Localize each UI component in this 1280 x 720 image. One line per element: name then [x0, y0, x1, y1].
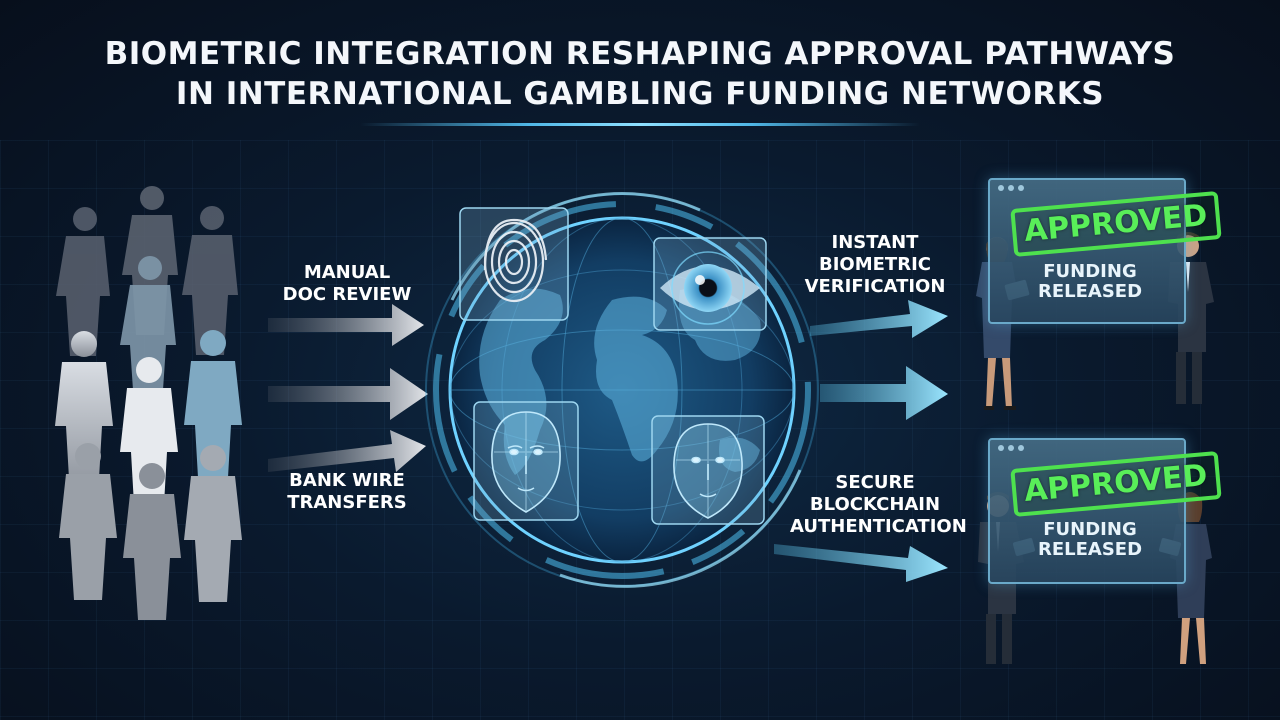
face-scan-icon [491, 411, 561, 513]
approval-panel-top [988, 178, 1186, 324]
person-silhouette-icon [123, 463, 181, 620]
funding-line1: FUNDING [1043, 261, 1137, 282]
eye-scan-card [653, 237, 767, 331]
label-manual-doc-review: MANUAL DOC REVIEW [272, 262, 422, 306]
label-secure-blockchain-authentication: SECURE BLOCKCHAIN AUTHENTICATION [790, 472, 967, 538]
face-scan-card-right [651, 415, 765, 525]
input-arrows [268, 304, 428, 472]
continent-australia [719, 437, 760, 472]
approval-panel-bottom [988, 438, 1186, 584]
person-silhouette-icon [184, 330, 242, 495]
title-line-2: IN INTERNATIONAL GAMBLING FUNDING NETWOR… [175, 76, 1105, 112]
label-bank-wire-transfers: BANK WIRE TRANSFERS [272, 470, 422, 514]
funding-released-bottom: FUNDING RELEASED [1030, 520, 1150, 560]
label-instant-line1: INSTANT [831, 232, 919, 253]
continent-europe-africa [594, 296, 678, 462]
title-line-1: BIOMETRIC INTEGRATION RESHAPING APPROVAL… [104, 36, 1176, 72]
funding-released-top: FUNDING RELEASED [1030, 262, 1150, 302]
person-silhouette-icon [59, 443, 117, 600]
panel-window-dots [998, 185, 1024, 191]
label-instant-biometric-verification: INSTANT BIOMETRIC VERIFICATION [800, 232, 950, 298]
face-scan-icon [673, 423, 743, 519]
panel-window-dots [998, 445, 1024, 451]
label-secure-line2: BLOCKCHAIN [809, 494, 941, 515]
label-instant-line2: BIOMETRIC [819, 254, 931, 275]
fingerprint-icon [483, 218, 548, 303]
funding-line1: FUNDING [1043, 519, 1137, 540]
released-line2: RELEASED [1037, 539, 1143, 560]
label-manual-line1: MANUAL [303, 262, 391, 283]
output-arrows [774, 300, 948, 582]
person-silhouette-icon [120, 256, 176, 405]
person-silhouette-icon [184, 445, 242, 602]
title-divider [360, 123, 920, 126]
person-silhouette-icon [55, 331, 113, 496]
label-bank-line1: BANK WIRE [289, 470, 405, 491]
arrow-middle-input [268, 368, 428, 420]
arrow-bank-wire [268, 430, 426, 472]
arrow-secure-blockchain [774, 544, 948, 582]
fingerprint-card [459, 207, 569, 321]
released-line2: RELEASED [1037, 281, 1143, 302]
arrow-manual-review [268, 304, 424, 346]
person-silhouette-icon [120, 357, 178, 522]
page-title: BIOMETRIC INTEGRATION RESHAPING APPROVAL… [0, 34, 1280, 114]
label-secure-line3: AUTHENTICATION [790, 516, 967, 537]
face-scan-card-left [473, 401, 579, 521]
crowd-silhouettes [55, 186, 242, 620]
continent-americas [479, 288, 563, 475]
person-silhouette-icon [56, 207, 110, 356]
arrow-instant-biometric [810, 300, 948, 338]
label-instant-line3: VERIFICATION [804, 276, 946, 297]
person-silhouette-icon [182, 206, 238, 355]
arrow-middle-output [820, 366, 948, 420]
label-bank-line2: TRANSFERS [287, 492, 407, 513]
eye-scan-icon [660, 251, 760, 325]
label-manual-line2: DOC REVIEW [282, 284, 412, 305]
label-secure-line1: SECURE [835, 472, 915, 493]
